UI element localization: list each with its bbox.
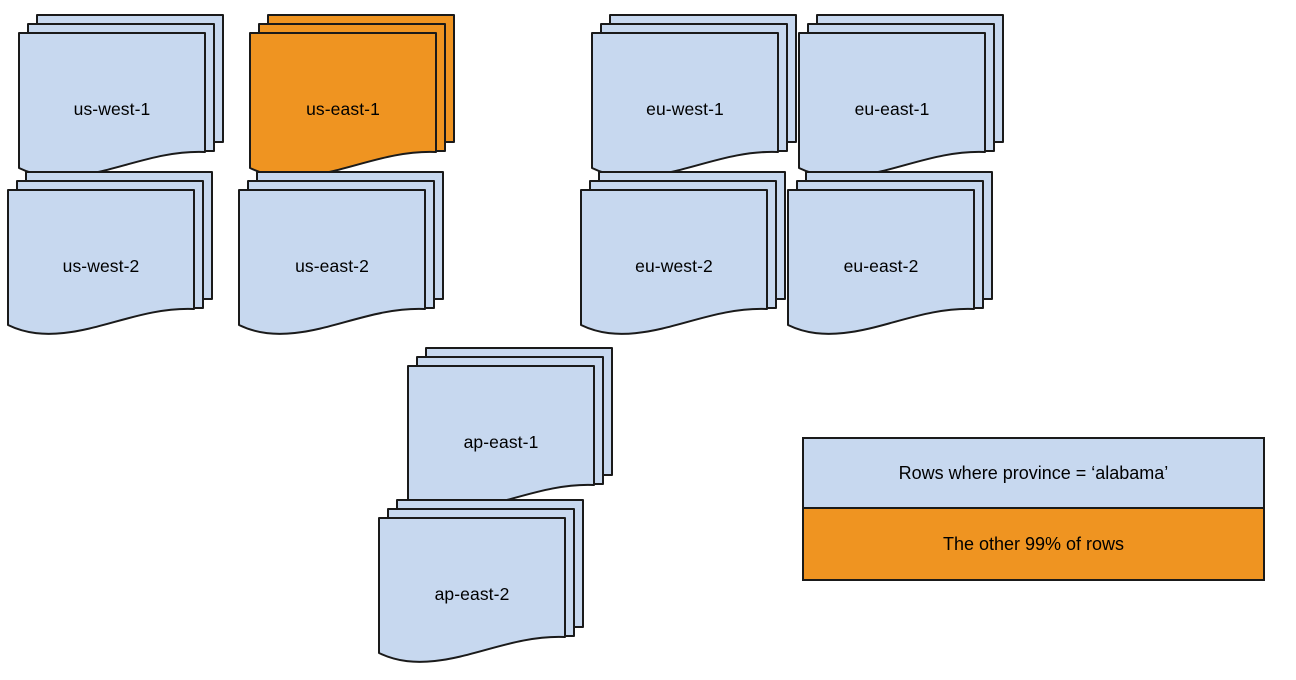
region-stack-shape-us-west-2: [7, 171, 213, 335]
document-sheet-front: [378, 517, 566, 663]
region-stack-us-east-2[interactable]: us-east-2: [238, 171, 455, 335]
region-stack-us-east-1[interactable]: us-east-1: [249, 14, 466, 178]
document-sheet-front: [787, 189, 975, 335]
region-stack-shape-us-east-1: [249, 14, 455, 178]
legend: Rows where province = ‘alabama’ The othe…: [802, 437, 1265, 581]
legend-row-primary: Rows where province = ‘alabama’: [804, 439, 1263, 509]
region-stack-shape-eu-west-1: [591, 14, 797, 178]
region-stack-eu-west-1[interactable]: eu-west-1: [591, 14, 808, 178]
region-stack-eu-east-2[interactable]: eu-east-2: [787, 171, 1004, 335]
region-stack-us-west-1[interactable]: us-west-1: [18, 14, 235, 178]
document-sheet-front: [798, 32, 986, 178]
region-stack-shape-ap-east-1: [407, 347, 613, 511]
region-stack-eu-west-2[interactable]: eu-west-2: [580, 171, 797, 335]
region-stack-shape-us-east-2: [238, 171, 444, 335]
document-sheet-front: [249, 32, 437, 178]
region-stack-ap-east-2[interactable]: ap-east-2: [378, 499, 595, 663]
document-sheet-front: [580, 189, 768, 335]
legend-row-highlight: The other 99% of rows: [804, 509, 1263, 579]
region-stack-shape-eu-east-2: [787, 171, 993, 335]
document-sheet-front: [238, 189, 426, 335]
region-stack-shape-eu-east-1: [798, 14, 1004, 178]
document-sheet-front: [18, 32, 206, 178]
legend-label-highlight: The other 99% of rows: [942, 533, 1125, 554]
document-sheet-front: [591, 32, 779, 178]
region-stack-eu-east-1[interactable]: eu-east-1: [798, 14, 1015, 178]
document-sheet-front: [407, 365, 595, 511]
region-stack-shape-eu-west-2: [580, 171, 786, 335]
document-sheet-front: [7, 189, 195, 335]
legend-label-primary: Rows where province = ‘alabama’: [898, 462, 1169, 483]
region-stack-us-west-2[interactable]: us-west-2: [7, 171, 224, 335]
region-stack-shape-ap-east-2: [378, 499, 584, 663]
region-stack-shape-us-west-1: [18, 14, 224, 178]
region-stack-ap-east-1[interactable]: ap-east-1: [407, 347, 624, 511]
